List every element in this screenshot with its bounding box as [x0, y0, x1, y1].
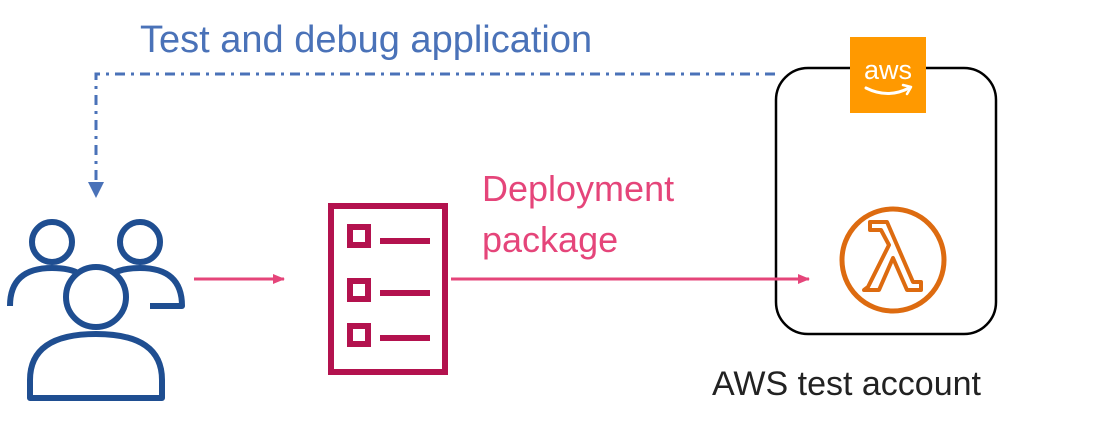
checklist-document-icon: [328, 203, 448, 375]
aws-lambda-icon: [839, 206, 947, 314]
feedback-arrowhead: [88, 182, 104, 198]
feedback-label: Test and debug application: [140, 19, 592, 61]
aws-logo-text: aws: [864, 55, 912, 85]
aws-logo-icon: aws: [850, 37, 926, 113]
deployment-label-line2: package: [482, 219, 618, 260]
users-group-icon: [7, 219, 185, 401]
deployment-label-line1: Deployment: [482, 168, 674, 209]
feedback-connector: [94, 72, 775, 186]
account-label: AWS test account: [712, 365, 982, 403]
